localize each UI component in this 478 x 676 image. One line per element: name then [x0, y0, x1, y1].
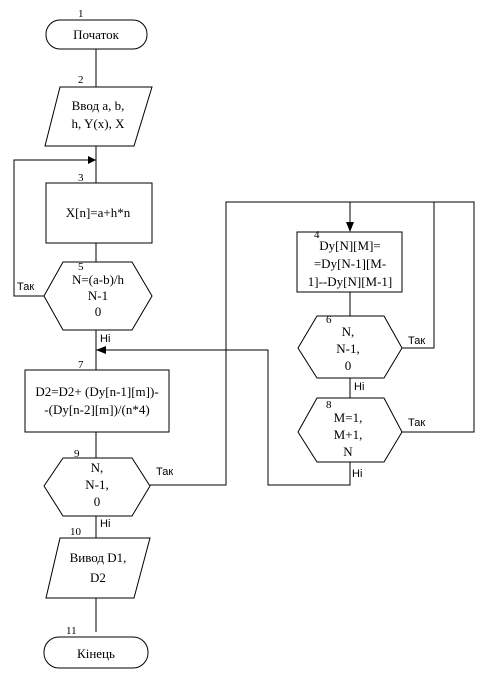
- block-text-line-1: N,: [91, 460, 104, 475]
- block-11-end: 11 Кінець: [43, 625, 149, 669]
- block-text-line-2: D2: [90, 570, 106, 585]
- label-tak: Так: [156, 466, 173, 478]
- block-text-line-2: N-1,: [85, 477, 108, 492]
- block-text-line-2: N-1: [88, 288, 108, 303]
- edge-8-exit: [96, 349, 351, 486]
- block-8-loop: 8 M=1, M+1, N Так Ні: [297, 397, 425, 480]
- process-shape: [24, 369, 170, 433]
- block-text-line-3: N: [343, 444, 353, 459]
- block-text-line-2: =Dy[N-1][M-: [314, 256, 386, 271]
- block-number: 9: [74, 448, 80, 460]
- block-text-line-3: 0: [95, 304, 102, 319]
- block-text-line-3: 0: [345, 358, 352, 373]
- block-number: 2: [78, 74, 84, 86]
- block-text-line-2: h, Y(x), X: [72, 116, 126, 131]
- edge-6-loop-back: [402, 202, 435, 349]
- arrow-loop-5: [88, 156, 96, 164]
- block-number: 8: [326, 399, 332, 411]
- block-number: 11: [66, 625, 77, 637]
- block-text-line-3: 0: [94, 494, 101, 509]
- block-text: Початок: [73, 27, 120, 42]
- hexagon-shape: [43, 457, 151, 517]
- terminator-shape: [43, 636, 149, 669]
- block-number: 10: [70, 526, 82, 538]
- block-text-line-1: M=1,: [334, 410, 363, 425]
- block-1-start: 1 Початок: [45, 8, 148, 50]
- block-3-process: 3 X[n]=a+h*n: [45, 172, 153, 244]
- block-text-line-1: N,: [342, 324, 355, 339]
- hexagon-shape: [297, 397, 403, 463]
- parallelogram-shape: [45, 537, 151, 599]
- block-number: 7: [78, 359, 84, 371]
- block-number: 5: [78, 261, 84, 273]
- label-ni: Ні: [100, 518, 110, 530]
- block-text-line-2: N-1,: [336, 341, 359, 356]
- block-text: Кінець: [77, 646, 115, 661]
- label-ni: Ні: [100, 333, 110, 345]
- hexagon-shape: [43, 261, 153, 331]
- block-5-loop: 5 N=(a-b)/h N-1 0 Так Ні: [17, 261, 153, 345]
- edge-5-loop-back: [13, 159, 96, 297]
- label-tak: Так: [17, 281, 34, 293]
- block-text-line-1: D2=D2+ (Dy[n-1][m])-: [35, 384, 158, 399]
- process-shape: [296, 231, 403, 293]
- edge-8-loop-back: [350, 201, 475, 433]
- edge-9-4: [150, 201, 351, 486]
- hexagon-shape: [297, 315, 403, 379]
- block-text-line-1: Ввод a, b,: [72, 98, 125, 113]
- label-tak: Так: [408, 417, 425, 429]
- block-number: 6: [326, 314, 332, 326]
- block-2-input: 2 Ввод a, b, h, Y(x), X: [44, 74, 153, 147]
- block-10-output: 10 Вивод D1, D2: [45, 526, 151, 599]
- block-number: 3: [78, 172, 84, 184]
- block-text: X[n]=a+h*n: [66, 205, 131, 220]
- terminator-shape: [45, 19, 148, 50]
- block-text-line-2: -(Dy[n-2][m])/(n*4): [44, 402, 149, 417]
- block-number: 4: [314, 229, 320, 241]
- block-text-line-1: N=(a-b)/h: [72, 272, 125, 287]
- label-ni: Ні: [354, 381, 364, 393]
- label-tak: Так: [408, 335, 425, 347]
- parallelogram-shape: [44, 86, 153, 147]
- connectors: [13, 49, 475, 632]
- block-6-loop: 6 N, N-1, 0 Так Ні: [297, 314, 425, 393]
- block-text-line-1: Dy[N][M]=: [319, 238, 380, 253]
- block-text-line-3: 1]--Dy[N][M-1]: [308, 274, 392, 289]
- label-ni: Ні: [352, 468, 362, 480]
- process-shape: [45, 182, 153, 244]
- block-7-process: 7 D2=D2+ (Dy[n-1][m])- -(Dy[n-2][m])/(n*…: [24, 359, 170, 433]
- arrow-8-exit: [96, 346, 106, 354]
- block-9-loop: 9 N, N-1, 0 Так Ні: [43, 448, 173, 530]
- arrow-into-4: [346, 222, 354, 232]
- block-text-line-2: M+1,: [334, 427, 363, 442]
- block-text-line-1: Вивод D1,: [70, 550, 127, 565]
- block-number: 1: [78, 8, 84, 20]
- block-4-process: 4 Dy[N][M]= =Dy[N-1][M- 1]--Dy[N][M-1]: [296, 229, 403, 293]
